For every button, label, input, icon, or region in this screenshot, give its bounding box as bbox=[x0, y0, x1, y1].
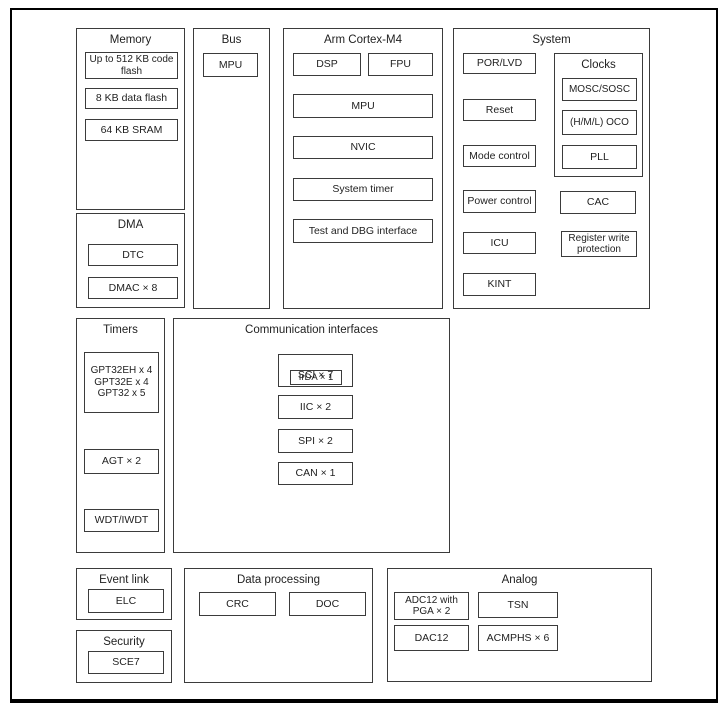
dac12-box: DAC12 bbox=[394, 625, 469, 651]
sram-box: 64 KB SRAM bbox=[85, 119, 178, 141]
memory-title: Memory bbox=[109, 34, 152, 46]
system-block: System POR/LVD Reset Mode control Power … bbox=[453, 28, 650, 309]
comm-interfaces-block: Communication interfaces SCI × 7 IrDA × … bbox=[173, 318, 450, 553]
code-flash-box: Up to 512 KB code flash bbox=[85, 52, 178, 79]
system-title: System bbox=[532, 34, 571, 46]
por-lvd-box: POR/LVD bbox=[463, 53, 536, 74]
bus-block: Bus MPU bbox=[193, 28, 270, 309]
kint-box: KINT bbox=[463, 273, 536, 296]
dmac-box: DMAC × 8 bbox=[88, 277, 178, 299]
cortex-title: Arm Cortex-M4 bbox=[324, 34, 402, 46]
security-block: Security SCE7 bbox=[76, 630, 172, 683]
reset-box: Reset bbox=[463, 99, 536, 121]
mosc-sosc-box: MOSC/SOSC bbox=[562, 78, 637, 101]
event-link-block: Event link ELC bbox=[76, 568, 172, 620]
icu-box: ICU bbox=[463, 232, 536, 254]
timers-block: Timers GPT32EH x 4 GPT32E x 4 GPT32 x 5 … bbox=[76, 318, 165, 553]
power-control-box: Power control bbox=[463, 190, 536, 213]
spi-box: SPI × 2 bbox=[278, 429, 353, 453]
security-title: Security bbox=[103, 636, 145, 648]
fpu-box: FPU bbox=[368, 53, 433, 76]
nvic-box: NVIC bbox=[293, 136, 433, 159]
doc-box: DOC bbox=[289, 592, 366, 616]
can-box: CAN × 1 bbox=[278, 462, 353, 485]
memory-block: Memory Up to 512 KB code flash 8 KB data… bbox=[76, 28, 185, 210]
analog-block: Analog ADC12 with PGA × 2 TSN DAC12 ACMP… bbox=[387, 568, 652, 682]
cortex-mpu-box: MPU bbox=[293, 94, 433, 118]
diagram-outer-frame bbox=[10, 8, 718, 703]
test-dbg-box: Test and DBG interface bbox=[293, 219, 433, 243]
data-processing-title: Data processing bbox=[236, 574, 321, 586]
adc12-box: ADC12 with PGA × 2 bbox=[394, 592, 469, 620]
clocks-block: Clocks MOSC/SOSC (H/M/L) OCO PLL bbox=[554, 53, 643, 177]
wdt-iwdt-box: WDT/IWDT bbox=[84, 509, 159, 532]
event-link-title: Event link bbox=[99, 574, 149, 586]
dsp-box: DSP bbox=[293, 53, 361, 76]
clocks-title: Clocks bbox=[581, 59, 616, 71]
sci-box: SCI × 7 IrDA × 1 bbox=[278, 354, 353, 387]
data-flash-box: 8 KB data flash bbox=[85, 88, 178, 109]
analog-title: Analog bbox=[501, 574, 538, 586]
tsn-box: TSN bbox=[478, 592, 558, 618]
elc-box: ELC bbox=[88, 589, 164, 613]
dma-title: DMA bbox=[117, 219, 144, 231]
bus-mpu-box: MPU bbox=[203, 53, 258, 77]
comm-interfaces-title: Communication interfaces bbox=[245, 324, 378, 336]
timers-title: Timers bbox=[103, 324, 138, 336]
sce7-box: SCE7 bbox=[88, 651, 164, 674]
crc-box: CRC bbox=[199, 592, 276, 616]
gpt-box: GPT32EH x 4 GPT32E x 4 GPT32 x 5 bbox=[84, 352, 159, 413]
agt-box: AGT × 2 bbox=[84, 449, 159, 474]
sci-label: SCI × 7 bbox=[297, 368, 334, 381]
cac-box: CAC bbox=[560, 191, 636, 214]
oco-box: (H/M/L) OCO bbox=[562, 110, 637, 135]
system-timer-box: System timer bbox=[293, 178, 433, 201]
data-processing-block: Data processing CRC DOC bbox=[184, 568, 373, 683]
acmphs-box: ACMPHS × 6 bbox=[478, 625, 558, 651]
mode-control-box: Mode control bbox=[463, 145, 536, 167]
pll-box: PLL bbox=[562, 145, 637, 169]
bus-title: Bus bbox=[221, 34, 242, 46]
register-write-protection-box: Register write protection bbox=[561, 231, 637, 257]
irda-box: IrDA × 1 bbox=[290, 370, 342, 385]
cortex-block: Arm Cortex-M4 DSP FPU MPU NVIC System ti… bbox=[283, 28, 443, 309]
iic-box: IIC × 2 bbox=[278, 395, 353, 419]
dma-block: DMA DTC DMAC × 8 bbox=[76, 213, 185, 308]
dtc-box: DTC bbox=[88, 244, 178, 266]
